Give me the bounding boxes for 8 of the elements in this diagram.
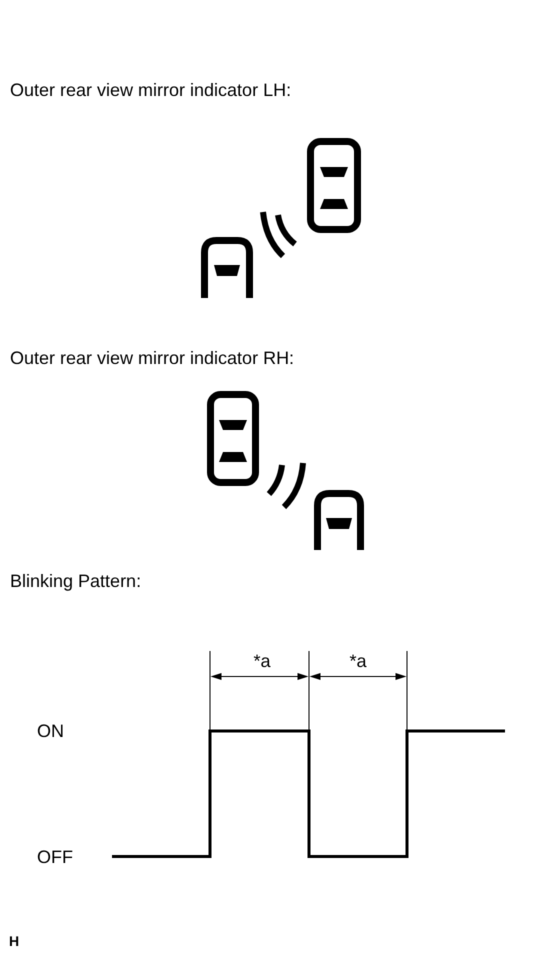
heading-text: Outer rear view mirror indicator RH: — [10, 348, 294, 368]
dimension-label: *a — [350, 651, 366, 671]
state-label: OFF — [37, 847, 73, 867]
heading-text: Outer rear view mirror indicator LH: — [10, 80, 292, 100]
figure-code: H — [9, 933, 20, 949]
state-label: ON — [37, 721, 64, 741]
dimension-label: *a — [254, 651, 270, 671]
heading-text: Blinking Pattern: — [10, 571, 142, 591]
